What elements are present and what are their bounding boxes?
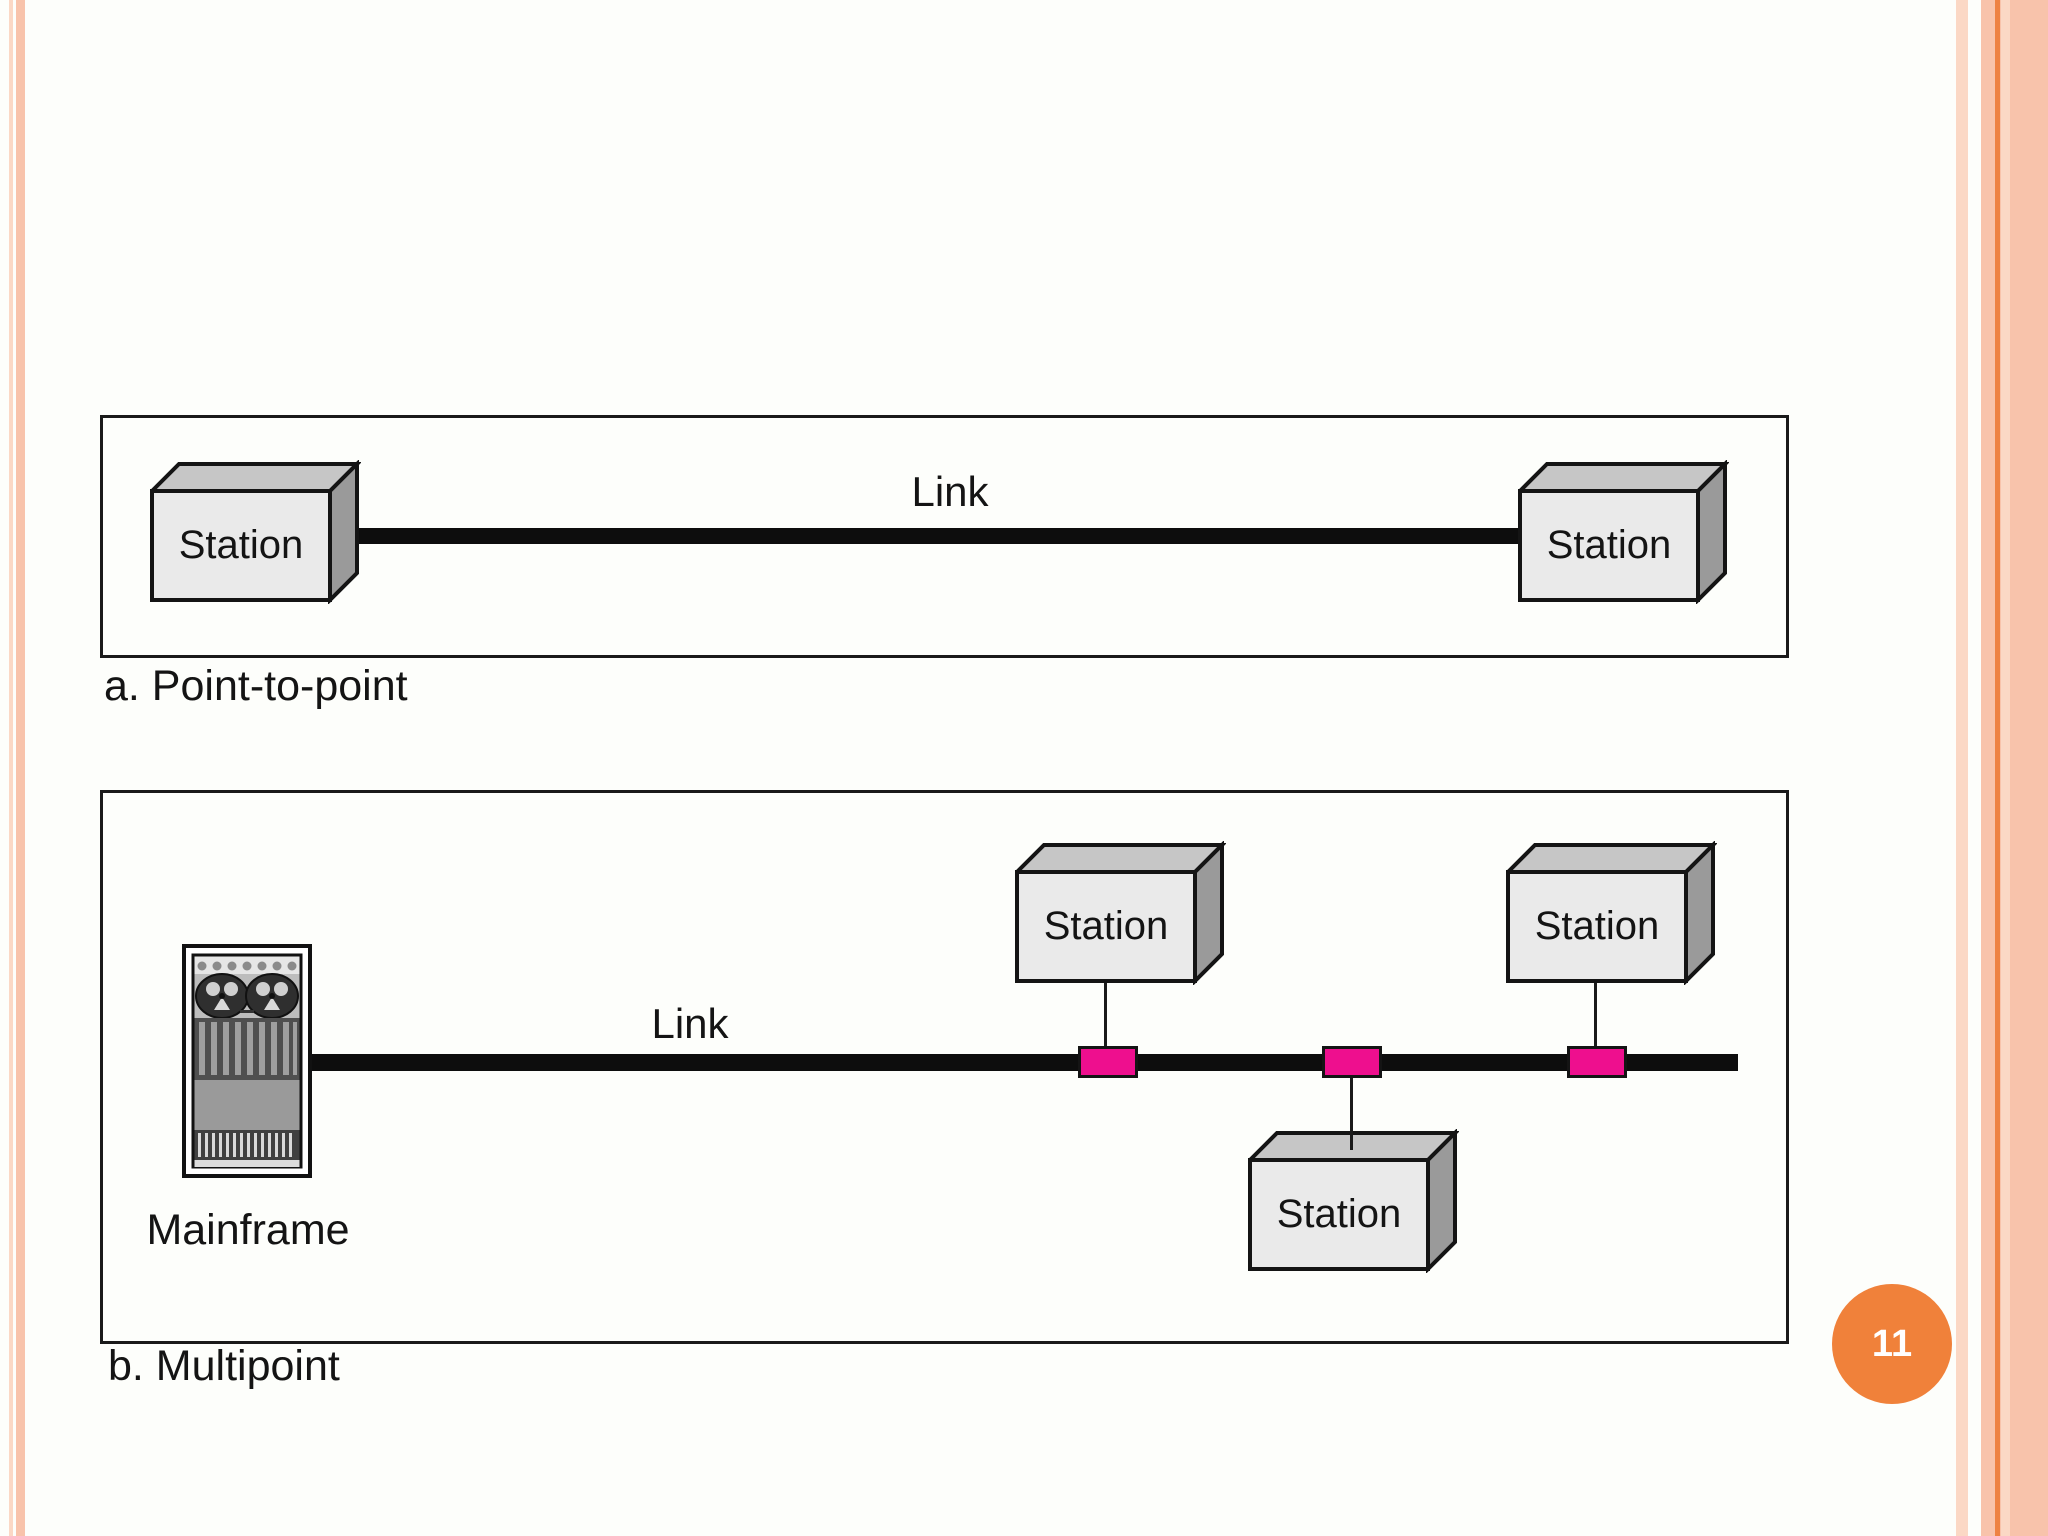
tap-connector-1	[1078, 1046, 1138, 1078]
station-a-right: Station	[1518, 460, 1729, 604]
station-box-icon	[1015, 841, 1226, 985]
station-box-icon	[1248, 1129, 1459, 1273]
station-box-icon	[1506, 841, 1717, 985]
caption-multipoint: b. Multipoint	[108, 1342, 340, 1390]
left-stripe-thin	[9, 0, 13, 1536]
link-line-point-to-point	[320, 528, 1535, 544]
station-b-top-right: Station	[1506, 841, 1717, 985]
link-line-multipoint	[305, 1054, 1738, 1071]
link-label-b: Link	[651, 1000, 729, 1047]
right-stripe-thin	[1956, 0, 1968, 1536]
mainframe-label: Mainframe	[146, 1206, 350, 1254]
caption-point-to-point: a. Point-to-point	[104, 662, 408, 710]
station-label: Station	[1534, 904, 1660, 948]
station-b-top-left: Station	[1015, 841, 1226, 985]
right-stripe-band	[1981, 0, 2048, 1536]
station-b-bottom: Station	[1248, 1129, 1459, 1273]
link-label-a: Link	[911, 468, 989, 515]
multipoint-panel	[100, 790, 1789, 1344]
station-label: Station	[178, 523, 304, 567]
station-a-left: Station	[150, 460, 361, 604]
drop-line-station-3	[1594, 983, 1597, 1047]
station-label: Station	[1043, 904, 1169, 948]
drop-line-station-1	[1104, 983, 1107, 1047]
tap-connector-2	[1322, 1046, 1382, 1078]
station-label: Station	[1546, 523, 1672, 567]
station-box-icon	[150, 460, 361, 604]
left-stripe-wide	[16, 0, 25, 1536]
right-stripe-sliver	[2001, 0, 2010, 1536]
mainframe-icon	[182, 944, 312, 1178]
station-box-icon	[1518, 460, 1729, 604]
drop-line-station-2	[1350, 1076, 1353, 1150]
station-label: Station	[1276, 1192, 1402, 1236]
page-number-badge: 11	[1832, 1284, 1952, 1404]
tap-connector-3	[1567, 1046, 1627, 1078]
point-to-point-panel	[100, 415, 1789, 658]
right-stripe-accent	[1995, 0, 2000, 1536]
